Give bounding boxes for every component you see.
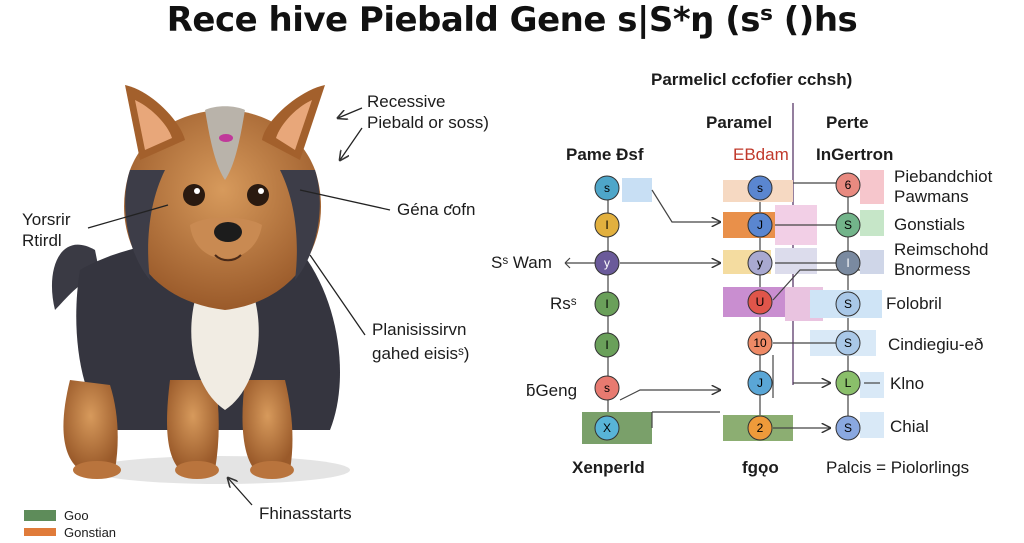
col2-nodes: s J y U 10 J 2 — [747, 175, 773, 441]
svg-text:L: L — [845, 376, 852, 390]
svg-text:s: s — [757, 181, 763, 195]
svg-text:J: J — [757, 218, 763, 232]
node-col2-5: 10 — [747, 330, 773, 356]
right-label-8: Klno — [890, 374, 925, 393]
svg-text:I: I — [605, 297, 608, 311]
col2-header-b: EBdam — [733, 145, 789, 164]
col1-header: Pame Ɖsf — [566, 145, 644, 164]
left-label-s-wam: Sˢ Wam — [491, 253, 552, 272]
label-planis-line1: Planisissirvn — [372, 320, 467, 339]
footer-col3: Palcis = Piolorlings — [826, 458, 970, 477]
node-col3-2: S — [835, 212, 861, 238]
node-col1-7: X — [594, 415, 620, 441]
gene-diagram: s I y I I s X s J y U 10 J 2 6 S I S S L… — [564, 103, 884, 444]
col3-header-b: InGertron — [816, 145, 894, 164]
diagram-header: Parmelicl ccfofier cchsh) — [651, 70, 853, 89]
legend-label-2: Gonstian — [64, 525, 117, 540]
right-label-3: Gonstials — [894, 215, 965, 234]
label-gena: Géna ƈofn — [397, 200, 476, 219]
svg-text:s: s — [604, 181, 610, 195]
legend-swatch-1 — [24, 510, 56, 521]
right-label-7: Cindiegiu-eð — [888, 335, 984, 354]
svg-text:10: 10 — [753, 336, 767, 350]
legend-swatch-2 — [24, 528, 56, 536]
node-col1-3: y — [594, 250, 620, 276]
svg-text:J: J — [757, 376, 763, 390]
svg-text:S: S — [844, 218, 852, 232]
footer-col1: Xenperld — [572, 458, 645, 477]
col3-header-a: Perte — [826, 113, 869, 132]
svg-text:I: I — [605, 218, 608, 232]
dog-callout-lines — [87, 107, 391, 506]
node-col3-5: S — [835, 330, 861, 356]
right-label-5: Bnormess — [894, 260, 971, 279]
node-col1-5: I — [594, 332, 620, 358]
right-label-6: Folobril — [886, 294, 942, 313]
footer-col2: fgǫo — [742, 458, 779, 477]
svg-text:2: 2 — [757, 421, 764, 435]
node-col2-2: J — [747, 212, 773, 238]
node-col1-1: s — [594, 175, 620, 201]
node-col2-7: 2 — [747, 415, 773, 441]
label-recessive-line2: Piebald or soss) — [367, 113, 489, 132]
svg-text:y: y — [757, 256, 763, 270]
col1-nodes: s I y I I s X — [594, 175, 620, 441]
svg-text:S: S — [844, 421, 852, 435]
svg-text:S: S — [844, 336, 852, 350]
node-col1-2: I — [594, 212, 620, 238]
node-col2-3: y — [747, 250, 773, 276]
right-label-1: Piebandchiot — [894, 167, 993, 186]
node-col2-6: J — [747, 370, 773, 396]
node-col2-1: s — [747, 175, 773, 201]
node-col3-6: L — [835, 370, 861, 396]
label-planis-line2: gahed eisisˢ) — [372, 344, 470, 363]
page-title: Rece hive Piebald Gene s|S*ŋ (sˢ ()hs — [166, 0, 858, 40]
node-col3-1: 6 — [835, 172, 861, 198]
right-label-9: Chial — [890, 417, 929, 436]
right-label-2: Pawmans — [894, 187, 969, 206]
node-col3-4: S — [835, 291, 861, 317]
right-label-4: Reimschohd — [894, 240, 989, 259]
node-col2-4: U — [747, 289, 773, 315]
node-col1-6: s — [594, 375, 620, 401]
label-fhinasstarts: Fhinasstarts — [259, 504, 352, 523]
label-yorshir-line1: Yorsrir — [22, 210, 71, 229]
svg-text:U: U — [756, 295, 765, 309]
label-recessive-line1: Recessive — [367, 92, 446, 111]
svg-text:X: X — [603, 421, 611, 435]
svg-text:y: y — [604, 256, 610, 270]
svg-text:S: S — [844, 297, 852, 311]
label-yorshir-line2: Rtirdl — [22, 231, 62, 250]
col2-header-a: Paramel — [706, 113, 773, 132]
svg-text:s: s — [604, 381, 610, 395]
node-col1-4: I — [594, 291, 620, 317]
svg-text:I: I — [605, 338, 608, 352]
col3-nodes: 6 S I S S L S — [835, 172, 861, 441]
left-label-rs: Rsˢ — [550, 294, 577, 313]
node-col3-3: I — [835, 250, 861, 276]
svg-text:I: I — [846, 256, 849, 270]
legend-label-1: Goo — [64, 508, 89, 523]
node-col3-7: S — [835, 415, 861, 441]
svg-text:6: 6 — [845, 178, 852, 192]
left-label-bgeng: ƃGeng — [526, 381, 578, 400]
yorkshire-terrier-illustration — [51, 85, 350, 484]
